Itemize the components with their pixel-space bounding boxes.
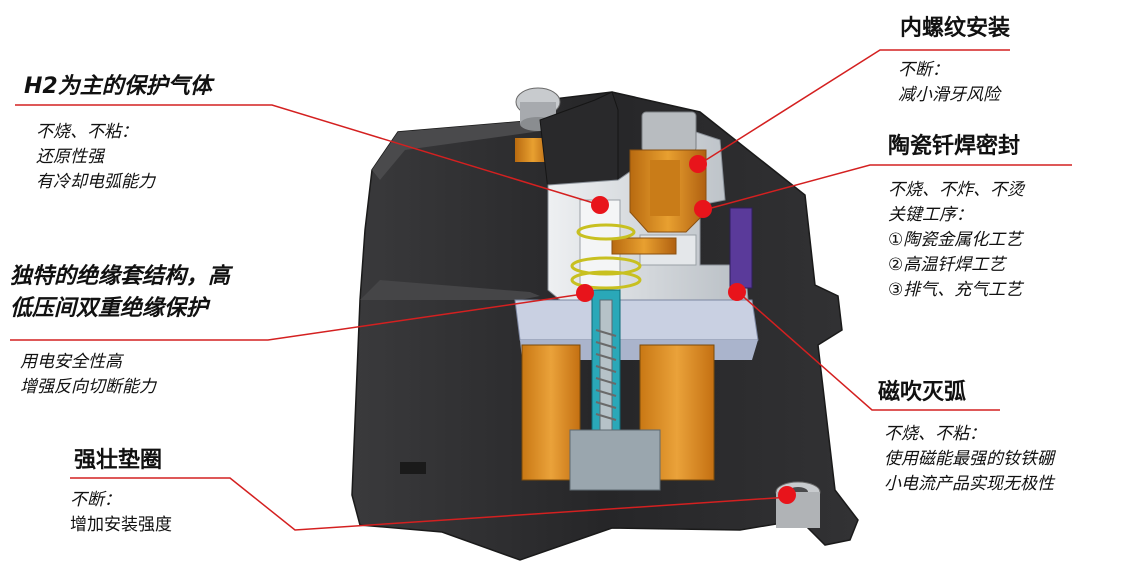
callout-title-thread: 内螺纹安装 (900, 16, 1011, 41)
callout-line: 有冷却电弧能力 (36, 172, 155, 192)
callout-line: 不烧、不炸、不烫 (888, 180, 1024, 200)
callout-line: ③排气、充气工艺 (888, 280, 1023, 300)
contact-springs (570, 223, 642, 290)
callout-line: 不断： (898, 60, 949, 80)
leader-washer (70, 477, 791, 531)
callout-title-magnet: 磁吹灭弧 (878, 380, 967, 405)
callout-desc-magnet: 不烧、不粘： 使用磁能最强的钕铁硼 小电流产品实现无极性 (884, 422, 1054, 497)
marker-dot-thread (689, 155, 707, 173)
marker-dot-ceramic (694, 200, 712, 218)
callout-title-h2-gas: H2为主的保护气体 (24, 74, 212, 99)
callout-title-ceramic: 陶瓷钎焊密封 (888, 134, 1021, 159)
callout-line: 不烧、不粘： (884, 424, 986, 444)
leader-h2-gas (15, 104, 601, 206)
terminal-screw-left (515, 87, 561, 162)
callout-line: 不断： (70, 490, 121, 510)
leader-insulation (10, 292, 591, 341)
callout-title-insulation-2: 低压间双重绝缘保护 (10, 296, 209, 321)
callout-line: 减小滑牙风险 (898, 85, 1000, 105)
copper-terminal (611, 111, 707, 255)
callout-line: ①陶瓷金属化工艺 (888, 230, 1023, 250)
leader-lines (10, 49, 1072, 531)
coil-winding (521, 344, 715, 491)
leader-magnet (737, 291, 1000, 411)
callout-line: ②高温钎焊工艺 (888, 255, 1006, 275)
marker-dot-magnet (728, 283, 746, 301)
callout-line: 用电安全性高 (20, 352, 122, 372)
callout-title-insulation-1: 独特的绝缘套结构，高 (10, 264, 231, 289)
callout-desc-h2-gas: 不烧、不粘： 还原性强 有冷却电弧能力 (36, 120, 155, 195)
callout-line: 增加安装强度 (70, 515, 172, 535)
callout-line: 不烧、不粘： (36, 122, 138, 142)
callout-line: 使用磁能最强的钕铁硼 (884, 449, 1054, 469)
callout-line: 还原性强 (36, 147, 104, 167)
leader-ceramic (703, 164, 1072, 211)
callout-line: 小电流产品实现无极性 (884, 474, 1054, 494)
marker-dot-h2-gas (591, 196, 609, 214)
marker-dot-washer (778, 486, 796, 504)
leader-thread (697, 49, 1010, 166)
magnet (729, 207, 753, 289)
callout-line: 增强反向切断能力 (20, 377, 156, 397)
callout-desc-thread: 不断： 减小滑牙风险 (898, 58, 1000, 108)
callout-desc-ceramic: 不烧、不炸、不烫 关键工序： ①陶瓷金属化工艺 ②高温钎焊工艺 ③排气、充气工艺 (888, 178, 1024, 303)
callout-desc-washer: 不断： 增加安装强度 (70, 488, 172, 538)
callout-title-washer: 强壮垫圈 (74, 448, 163, 473)
marker-dot-insulation (576, 284, 594, 302)
callout-line: 关键工序： (888, 205, 973, 225)
callout-desc-insulation: 用电安全性高 增强反向切断能力 (20, 350, 156, 400)
vent-slot (400, 462, 426, 474)
